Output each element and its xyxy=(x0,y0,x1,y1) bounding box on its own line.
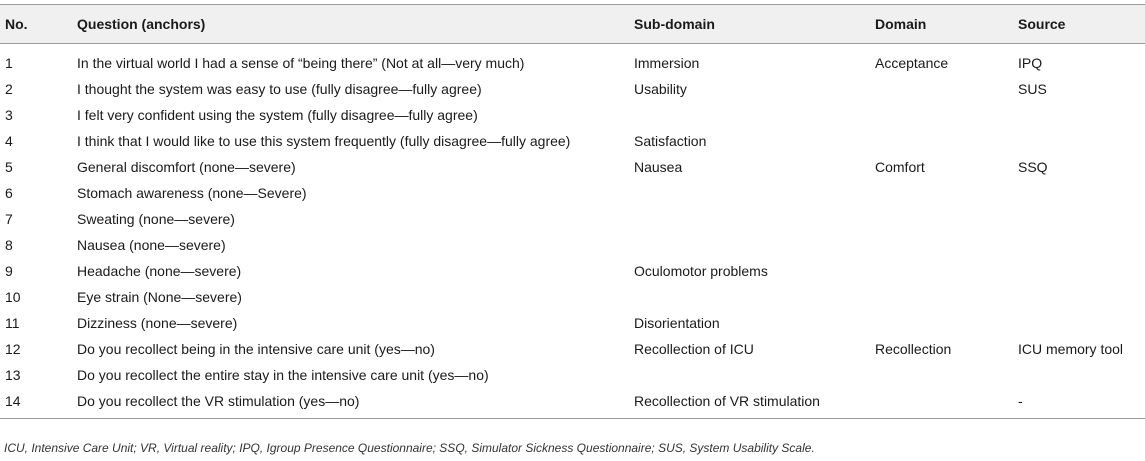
cell-no: 14 xyxy=(5,393,21,409)
cell-sub-domain: Recollection of ICU xyxy=(634,341,754,357)
table-row: 10 Eye strain (None—severe) xyxy=(0,284,1145,310)
cell-domain xyxy=(875,388,1018,419)
cell-question: Headache (none—severe) xyxy=(77,263,242,279)
cell-domain xyxy=(875,102,1018,128)
header-source: Source xyxy=(1018,16,1066,32)
cell-sub-domain xyxy=(634,284,875,310)
table-row: 11 Dizziness (none—severe) Disorientation xyxy=(0,310,1145,336)
cell-no: 2 xyxy=(5,81,13,97)
header-no: No. xyxy=(5,16,28,32)
cell-question: I think that I would like to use this sy… xyxy=(77,133,571,149)
cell-no: 11 xyxy=(5,315,20,331)
cell-no: 6 xyxy=(5,185,13,201)
cell-no: 8 xyxy=(5,237,13,253)
cell-question: Stomach awareness (none—Severe) xyxy=(77,185,307,201)
cell-source xyxy=(1018,362,1145,388)
table-row: 6 Stomach awareness (none—Severe) xyxy=(0,180,1145,206)
cell-domain xyxy=(875,76,1018,102)
table-row: 12 Do you recollect being in the intensiv… xyxy=(0,336,1145,362)
cell-source: SSQ xyxy=(1018,159,1048,175)
header-domain: Domain xyxy=(875,16,927,32)
cell-domain xyxy=(875,180,1018,206)
table-row: 14 Do you recollect the VR stimulation (y… xyxy=(0,388,1145,419)
cell-no: 4 xyxy=(5,133,13,149)
cell-question: I thought the system was easy to use (fu… xyxy=(77,81,482,97)
cell-sub-domain xyxy=(634,206,875,232)
cell-sub-domain: Recollection of VR stimulation xyxy=(634,393,820,409)
cell-no: 7 xyxy=(5,211,13,227)
cell-sub-domain: Oculomotor problems xyxy=(634,263,768,279)
cell-question: I felt very confident using the system (… xyxy=(77,107,478,123)
cell-question: Eye strain (None—severe) xyxy=(77,289,242,305)
table-row: 7 Sweating (none—severe) xyxy=(0,206,1145,232)
header-question: Question (anchors) xyxy=(77,16,206,32)
cell-source: ICU memory tool xyxy=(1018,341,1124,357)
cell-domain xyxy=(875,232,1018,258)
cell-domain xyxy=(875,128,1018,154)
cell-question: Sweating (none—severe) xyxy=(77,211,235,227)
table-row: 5 General discomfort (none—severe) Nausea C… xyxy=(0,154,1145,180)
cell-sub-domain xyxy=(634,232,875,258)
cell-no: 3 xyxy=(5,107,13,123)
cell-source xyxy=(1018,206,1145,232)
cell-domain xyxy=(875,206,1018,232)
cell-source xyxy=(1018,310,1145,336)
table-header: No. Question (anchors) Sub-domain Domain… xyxy=(0,4,1145,44)
cell-sub-domain: Usability xyxy=(634,81,687,97)
table-row: 2 I thought the system was easy to use (f… xyxy=(0,76,1145,102)
cell-no: 1 xyxy=(5,55,13,71)
cell-question: General discomfort (none—severe) xyxy=(77,159,296,175)
cell-source: IPQ xyxy=(1018,55,1043,71)
cell-sub-domain xyxy=(634,362,875,388)
table-row: 1 In the virtual world I had a sense of “… xyxy=(0,44,1145,77)
header-sub-domain: Sub-domain xyxy=(634,16,715,32)
cell-sub-domain: Immersion xyxy=(634,55,700,71)
table-row: 3 I felt very confident using the system … xyxy=(0,102,1145,128)
cell-no: 13 xyxy=(5,367,21,383)
cell-question: Dizziness (none—severe) xyxy=(77,315,238,331)
cell-sub-domain: Satisfaction xyxy=(634,133,707,149)
cell-domain xyxy=(875,258,1018,284)
cell-source xyxy=(1018,232,1145,258)
cell-sub-domain xyxy=(634,180,875,206)
cell-source: SUS xyxy=(1018,81,1047,97)
cell-question: Do you recollect the entire stay in the … xyxy=(77,367,489,383)
cell-domain xyxy=(875,362,1018,388)
cell-source xyxy=(1018,128,1145,154)
cell-sub-domain: Nausea xyxy=(634,159,683,175)
cell-source xyxy=(1018,258,1145,284)
cell-no: 5 xyxy=(5,159,13,175)
cell-source xyxy=(1018,102,1145,128)
header-row: No. Question (anchors) Sub-domain Domain… xyxy=(0,4,1145,44)
cell-question: In the virtual world I had a sense of “b… xyxy=(77,55,525,71)
cell-no: 9 xyxy=(5,263,13,279)
cell-source: - xyxy=(1018,393,1023,409)
cell-no: 12 xyxy=(5,341,21,357)
cell-domain: Recollection xyxy=(875,341,952,357)
table-footnote: ICU, Intensive Care Unit; VR, Virtual re… xyxy=(4,441,815,455)
cell-source xyxy=(1018,180,1145,206)
cell-domain: Acceptance xyxy=(875,55,949,71)
table-row: 8 Nausea (none—severe) xyxy=(0,232,1145,258)
cell-question: Do you recollect being in the intensive … xyxy=(77,341,435,357)
cell-sub-domain: Disorientation xyxy=(634,315,720,331)
table-body: 1 In the virtual world I had a sense of “… xyxy=(0,44,1145,419)
questionnaire-table: No. Question (anchors) Sub-domain Domain… xyxy=(0,4,1145,419)
table-row: 9 Headache (none—severe) Oculomotor proble… xyxy=(0,258,1145,284)
cell-question: Nausea (none—severe) xyxy=(77,237,226,253)
cell-source xyxy=(1018,284,1145,310)
cell-question: Do you recollect the VR stimulation (yes… xyxy=(77,393,360,409)
table-row: 4 I think that I would like to use this s… xyxy=(0,128,1145,154)
cell-domain xyxy=(875,310,1018,336)
cell-domain: Comfort xyxy=(875,159,925,175)
table-row: 13 Do you recollect the entire stay in th… xyxy=(0,362,1145,388)
cell-no: 10 xyxy=(5,289,21,305)
cell-sub-domain xyxy=(634,102,875,128)
cell-domain xyxy=(875,284,1018,310)
